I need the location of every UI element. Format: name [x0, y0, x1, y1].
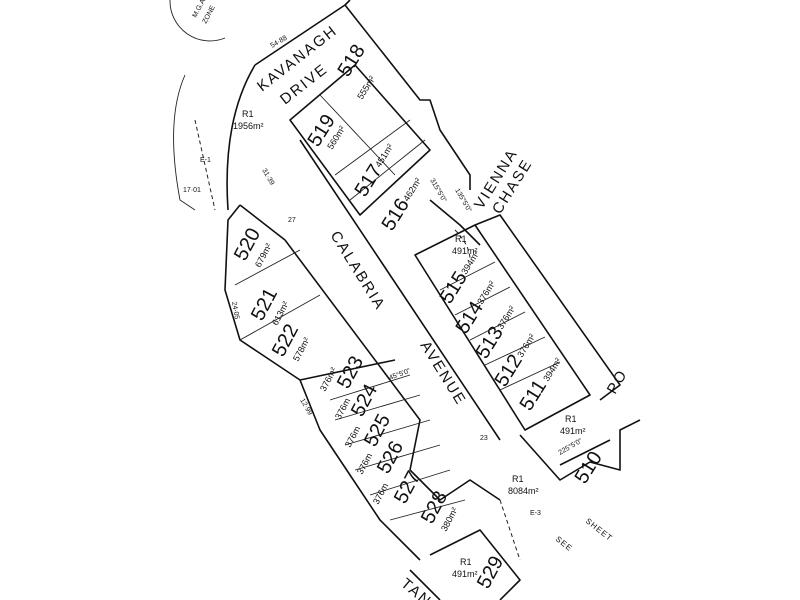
zone-circle [169, 0, 226, 42]
div-528-r1 [389, 499, 466, 521]
div-517-516 [349, 139, 426, 201]
div-518-517 [334, 119, 411, 176]
div-527-528 [369, 469, 451, 496]
lots-right-block [414, 224, 591, 431]
lot-515: 515 394m² [436, 249, 482, 308]
right-outer-boundary [474, 214, 621, 401]
lot-529-boundary [429, 529, 521, 600]
boundary-kavanagh-curve [226, 64, 256, 211]
road-partial-left: TANO [397, 575, 445, 600]
lot-521: 521 613m² [247, 285, 291, 327]
div-516-515 [439, 261, 496, 291]
lot-510-edge [559, 439, 611, 466]
lot-528: 528 380m² [417, 488, 460, 533]
easement-e3-label: E-3 [530, 510, 541, 517]
reserve-r1-south-east: R1 491m² [560, 414, 586, 436]
div-524-525 [334, 394, 421, 421]
vienna-edge [429, 199, 481, 246]
see-label: SEE [554, 534, 575, 553]
bearing-c: 135°5'0" [453, 187, 473, 214]
calabria-east-edge [299, 139, 501, 441]
reserve-code: R1 [460, 557, 472, 567]
reserve-r1-vienna: R1 491m² [452, 234, 478, 256]
reserve-code: R1 [455, 234, 467, 244]
reserve-area: 491m² [452, 569, 478, 579]
bearing-d: 225°5'0" [557, 437, 584, 457]
reserve-code: R1 [512, 474, 524, 484]
dim-5488: 54·88 [270, 35, 289, 50]
road-width-27: 27 [288, 217, 296, 224]
reserve-area: 491m² [452, 246, 478, 256]
lot-527: 376m 527 [371, 468, 425, 508]
road-partial-right: PO [604, 366, 632, 397]
lots-upper-block [289, 64, 431, 216]
road-calabria-1: CALABRIA [327, 228, 389, 314]
lot-521-divider [239, 294, 321, 341]
lot-520-divider [234, 249, 301, 286]
reserve-code: R1 [565, 414, 577, 424]
div-513-512 [484, 336, 546, 366]
reserve-r1-kavanagh: R1 1956m² [233, 109, 264, 131]
reserve-code: R1 [242, 109, 254, 119]
lot-area: 376m² [515, 332, 537, 359]
lot-518: 518 555m² [334, 41, 378, 101]
lot-520: 520 679m² [230, 225, 274, 269]
lot-522: 522 578m² [268, 321, 312, 363]
lower-right-boundary [519, 419, 641, 481]
sheet-label: SHEET [584, 516, 614, 543]
easement-e1 [194, 119, 216, 211]
boundary-east-north [344, 4, 471, 190]
dim-3139: 31·39 [260, 168, 275, 187]
lot-510: 510 [571, 448, 607, 488]
reserve-area: 1956m² [233, 121, 264, 131]
div-515-514 [454, 286, 511, 316]
lot-number: 510 [571, 448, 607, 488]
div-512-511 [499, 361, 561, 391]
reserve-area: 491m² [560, 426, 586, 436]
lot-area: 376m [343, 424, 362, 449]
boundary-arc-left [173, 74, 196, 211]
lot-area: 376m² [475, 279, 497, 306]
reserve-r1-south-west: R1 491m² [452, 557, 478, 579]
easement-vienna [454, 229, 471, 261]
lot-516: 516 462m² [378, 176, 424, 235]
road-width-23: 23 [480, 435, 488, 442]
bearing-a: 45°5'0" [388, 367, 412, 382]
div-526-527 [354, 444, 441, 471]
div-525-526 [344, 419, 431, 446]
calabria-west-edge [239, 204, 501, 501]
bearing-b: 315°5'0" [428, 177, 448, 204]
dim-1701: 17·01 [183, 187, 201, 194]
lot-522-divider [299, 359, 396, 381]
road-calabria-2: AVENUE [417, 338, 470, 409]
lot-area: 376m [355, 451, 374, 476]
dim-2405: 24·05 [230, 301, 240, 320]
div-523-524 [329, 374, 411, 401]
reserve-r1-road: R1 8084m² [508, 474, 539, 496]
easement-e3 [499, 499, 521, 561]
div-514-513 [469, 311, 526, 341]
lot-number: 527 [390, 468, 425, 508]
lower-left-edge [409, 569, 441, 600]
lot-area: 462m² [401, 176, 423, 203]
reserve-area: 8084m² [508, 486, 539, 496]
easement-e1-label: E-1 [200, 157, 211, 164]
div-519-518 [319, 94, 396, 176]
